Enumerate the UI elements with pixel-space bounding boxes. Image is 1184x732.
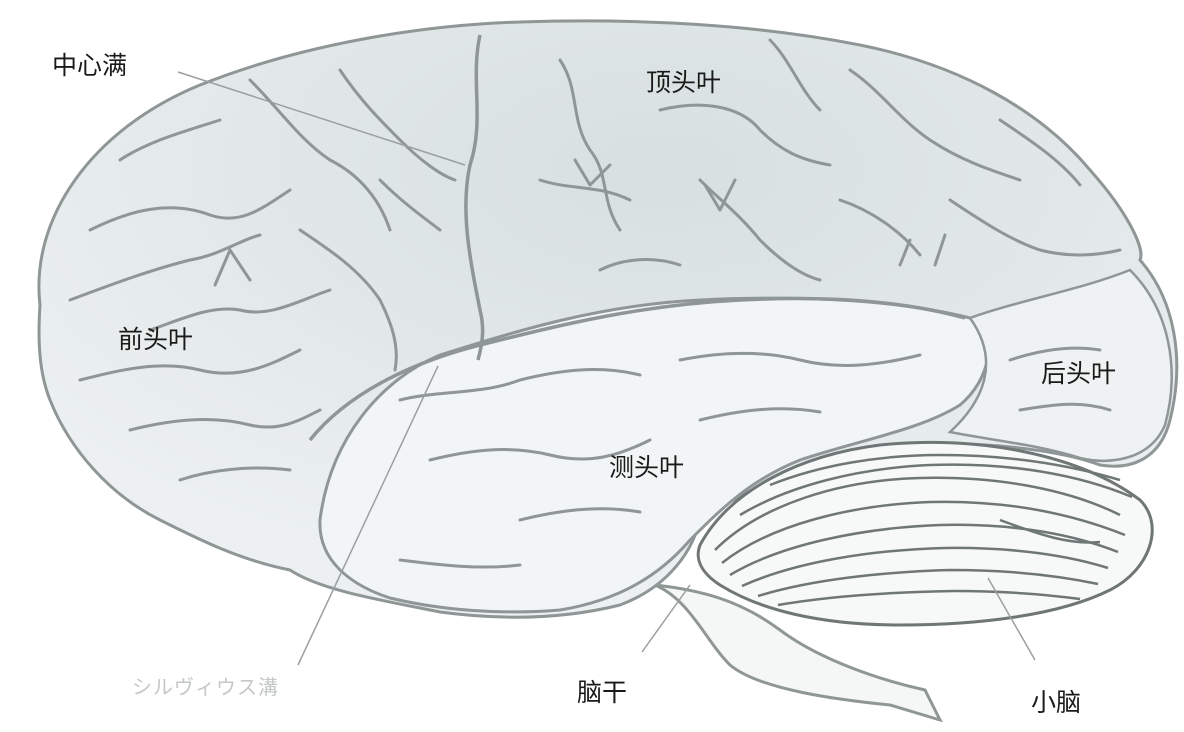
parietal-lobe-label: 顶头叶	[646, 70, 721, 95]
frontal-lobe-label: 前头叶	[118, 327, 193, 352]
cerebellum-label: 小脑	[1031, 690, 1081, 715]
leader-brainstem	[642, 585, 690, 652]
brainstem-label: 脑干	[577, 680, 627, 705]
temporal-lobe-label: 测头叶	[609, 455, 684, 480]
central-sulcus-label: 中心满	[52, 53, 127, 78]
occipital-lobe-label: 后头叶	[1041, 361, 1116, 386]
sylvian-fissure-caption: シルヴィウス溝	[132, 677, 279, 697]
